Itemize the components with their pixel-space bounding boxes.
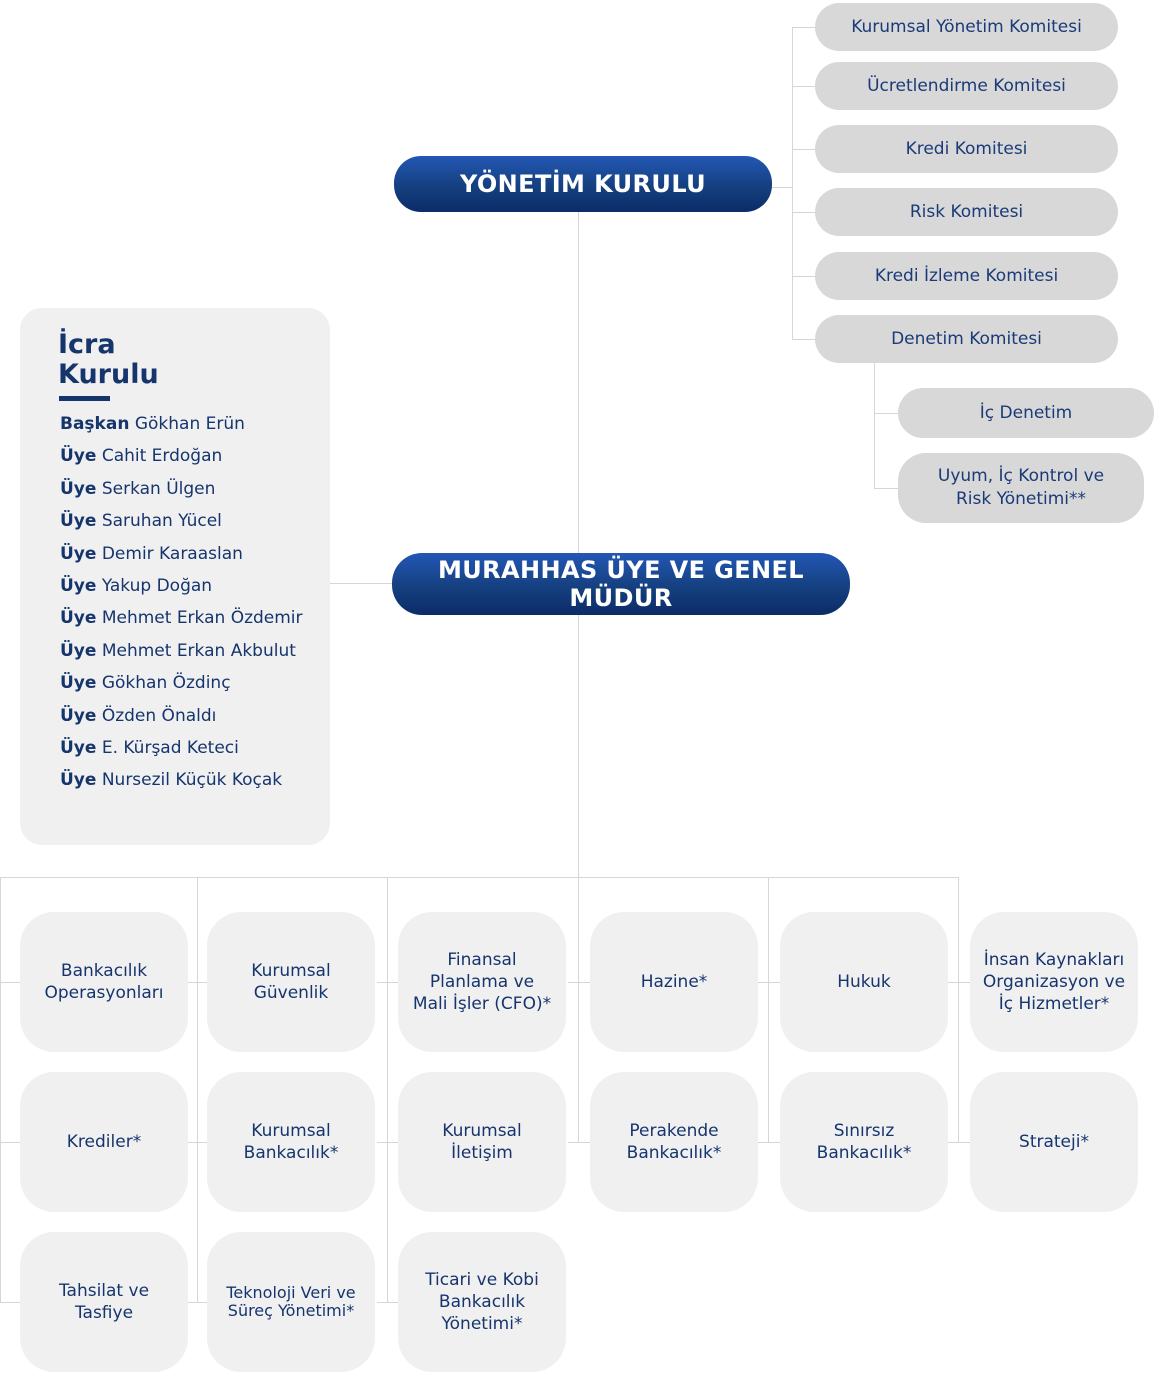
connector-grid-vertical [197,877,198,1302]
dept-sinirsiz-bankacilik: Sınırsız Bankacılık* [780,1072,948,1212]
connector-tick [377,1302,398,1303]
executive-board-title-line1: İcra [58,329,116,360]
connector-audit-spine [874,363,875,488]
executive-board-members: Başkan Gökhan Erün Üye Cahit Erdoğan Üye… [60,408,303,797]
connector-tick [874,413,898,414]
connector-tick [187,1142,207,1143]
committee-kredi-izleme: Kredi İzleme Komitesi [815,252,1118,300]
connector-board-to-spine [772,187,793,188]
committee-denetim: Denetim Komitesi [815,315,1118,363]
member-row: Üye Saruhan Yücel [60,511,222,532]
connector-tick [792,149,815,150]
connector-tick [792,86,815,87]
connector-committee-spine [792,27,793,339]
connector-tick [874,488,898,489]
member-row: Başkan Gökhan Erün [60,414,245,434]
committee-ucretlendirme: Ücretlendirme Komitesi [815,62,1118,110]
member-row: Üye Gökhan Özdinç [60,673,231,694]
connector-tick [792,276,815,277]
committee-kredi: Kredi Komitesi [815,125,1118,173]
member-row: Üye Serkan Ülgen [60,478,216,499]
connector-exec-to-gm [330,583,392,584]
member-row: Üye Yakup Doğan [60,576,213,597]
dept-bankacilik-operasyonlari: Bankacılık Operasyonları [20,912,188,1052]
connector-tick [0,1302,20,1303]
dept-hazine: Hazine* [590,912,758,1052]
member-row: Üye Cahit Erdoğan [60,446,223,467]
dept-perakende-bankacilik: Perakende Bankacılık* [590,1072,758,1212]
connector-tick [0,982,20,983]
member-row: Üye Mehmet Erkan Özdemir [60,608,303,629]
audit-ic-denetim: İç Denetim [898,388,1154,438]
connector-grid-vertical [768,877,769,1142]
dept-strateji: Strateji* [970,1072,1138,1212]
connector-grid-vertical [0,877,1,1302]
committee-kurumsal-yonetim: Kurumsal Yönetim Komitesi [815,3,1118,51]
board-box: YÖNETİM KURULU [394,156,772,212]
audit-uyum-ic-kontrol-risk: Uyum, İç Kontrol ve Risk Yönetimi** [898,453,1144,523]
connector-tick [187,982,207,983]
connector-grid-vertical [387,877,388,1302]
executive-board-panel: İcra Kurulu Başkan Gökhan Erün Üye Cahit… [20,308,330,845]
connector-tick [948,982,970,983]
executive-board-title: İcra Kurulu [58,330,159,390]
member-row: Üye E. Kürşad Keteci [60,738,239,759]
dept-teknoloji-veri-surec-yonetimi: Teknoloji Veri ve Süreç Yönetimi* [207,1232,375,1372]
connector-tick [758,982,780,983]
connector-tick [792,212,815,213]
executive-board-title-line2: Kurulu [58,359,159,390]
connector-tick [758,1142,780,1143]
connector-tick [568,982,590,983]
dept-finansal-planlama-cfo: Finansal Planlama ve Mali İşler (CFO)* [398,912,566,1052]
dept-insan-kaynaklari: İnsan Kaynakları Organizasyon ve İç Hizm… [970,912,1138,1052]
dept-kurumsal-guvenlik: Kurumsal Güvenlik [207,912,375,1052]
dept-hukuk: Hukuk [780,912,948,1052]
member-row: Üye Nursezil Küçük Koçak [60,770,283,791]
connector-tick [792,339,815,340]
title-underline-bar [59,396,110,401]
member-row: Üye Demir Karaaslan [60,543,243,564]
connector-board-to-gm [578,212,579,553]
connector-grid-vertical [958,877,959,1142]
connector-tick [377,1142,398,1143]
connector-tick [792,27,815,28]
dept-krediler: Krediler* [20,1072,188,1212]
committee-risk: Risk Komitesi [815,188,1118,236]
connector-tick [187,1302,207,1303]
connector-tick [568,1142,590,1143]
dept-ticari-kobi-bankacilik: Ticari ve Kobi Bankacılık Yönetimi* [398,1232,566,1372]
connector-grid-horizontal [0,877,959,878]
dept-kurumsal-iletisim: Kurumsal İletişim [398,1072,566,1212]
connector-tick [948,1142,970,1143]
dept-tahsilat-ve-tasfiye: Tahsilat ve Tasfiye [20,1232,188,1372]
connector-tick [377,982,398,983]
member-row: Üye Özden Önaldı [60,705,217,726]
dept-kurumsal-bankacilik: Kurumsal Bankacılık* [207,1072,375,1212]
member-row: Üye Mehmet Erkan Akbulut [60,640,296,661]
general-manager-box: MURAHHAS ÜYE VE GENEL MÜDÜR [392,553,850,615]
connector-gm-to-grid [578,615,579,1142]
connector-tick [0,1142,20,1143]
